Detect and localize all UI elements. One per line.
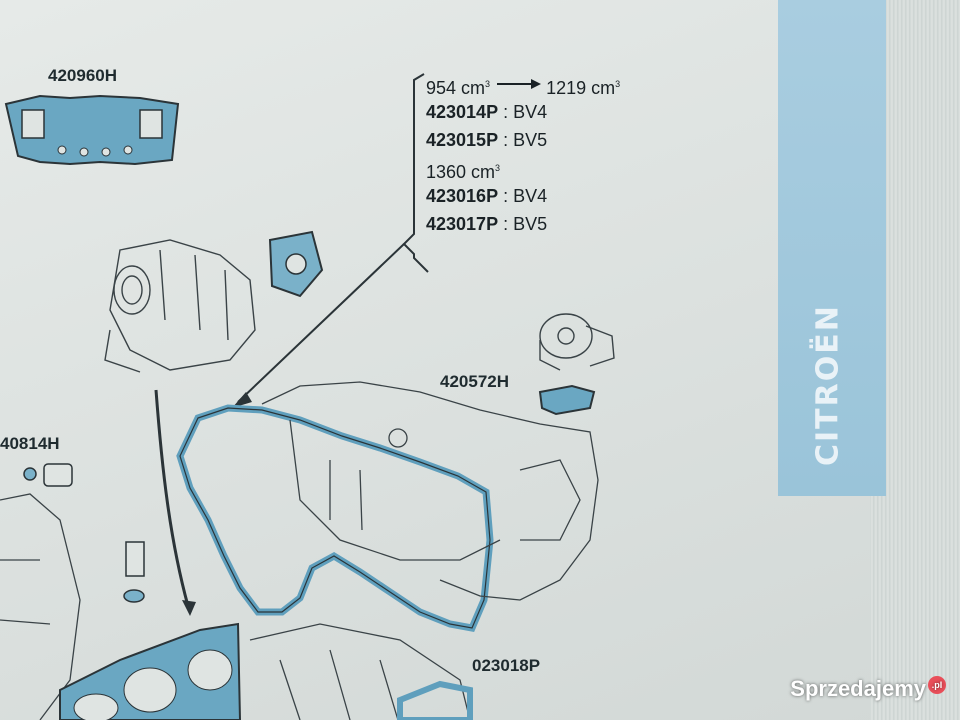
curved-arrowhead — [182, 600, 196, 616]
part-number-420572h: 420572H — [440, 372, 510, 391]
legend-row-capacity-range: 954 cm3 1219 cm3 — [426, 70, 716, 98]
cylinder-head-drawing — [249, 623, 471, 720]
legend-row-1360cc: 1360 cm3 — [426, 162, 501, 182]
arrow-right-icon — [495, 69, 542, 97]
legend-row-423015p: 423015P : BV5 — [426, 130, 548, 150]
intake-gasket-420960h — [4, 94, 180, 166]
head-gasket — [59, 622, 242, 720]
pointer-arrowhead — [232, 392, 252, 408]
gearbox-gasket — [176, 404, 494, 632]
small-seal-parts — [23, 463, 145, 603]
part-number-420960h: 420960H — [48, 66, 118, 85]
brand-tab — [778, 0, 886, 496]
legend-row-423017p: 423017P : BV5 — [426, 214, 548, 234]
gearbox-housing-drawing — [261, 381, 599, 601]
legend-row-423014p: 423014P : BV4 — [426, 102, 548, 122]
carburettor-drawing — [104, 239, 256, 373]
legend-row-423016p: 423016P : BV4 — [426, 186, 548, 206]
curved-pointer-arrow — [154, 389, 190, 607]
pointer-arrow-line — [237, 243, 405, 403]
watermark-logo: Sprzedajemy.pl — [790, 676, 946, 702]
part-number-40814h: 40814H — [0, 434, 60, 453]
engine-capacity-legend: 954 cm3 1219 cm3 423014P : BV4 423015P :… — [426, 70, 716, 238]
pump-drawing — [539, 313, 615, 371]
part-number-023018p: 023018P — [472, 656, 541, 675]
pump-gasket-420572h — [538, 384, 596, 416]
valve-cover-gasket — [397, 680, 473, 720]
legend-bracket — [402, 73, 429, 273]
